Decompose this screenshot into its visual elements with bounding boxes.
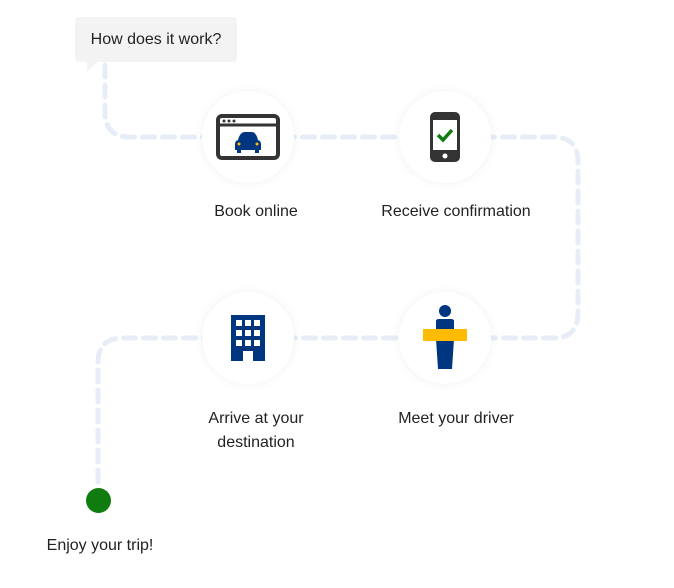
step-arrive-icon-circle [202, 292, 294, 384]
phone-check-icon [430, 112, 460, 162]
step-label-meet-driver: Meet your driver [398, 410, 514, 427]
final-label: Enjoy your trip! [46, 537, 154, 554]
trip-end-dot [86, 488, 111, 513]
step-label-receive-confirmation: Receive confirmation [381, 203, 531, 220]
building-icon [231, 315, 265, 361]
step-confirmation-icon-circle [399, 91, 491, 183]
step-book-online-icon-circle [202, 91, 294, 183]
step-label-arrive: Arrive at your destination [208, 410, 304, 451]
how-it-works-bubble: How does it work? [75, 17, 237, 62]
browser-car-icon [216, 114, 280, 160]
step-label-book-online: Book online [214, 203, 298, 220]
bubble-tail [87, 62, 97, 72]
driver-sign-icon [423, 305, 467, 369]
step-driver-icon-circle [399, 292, 491, 384]
